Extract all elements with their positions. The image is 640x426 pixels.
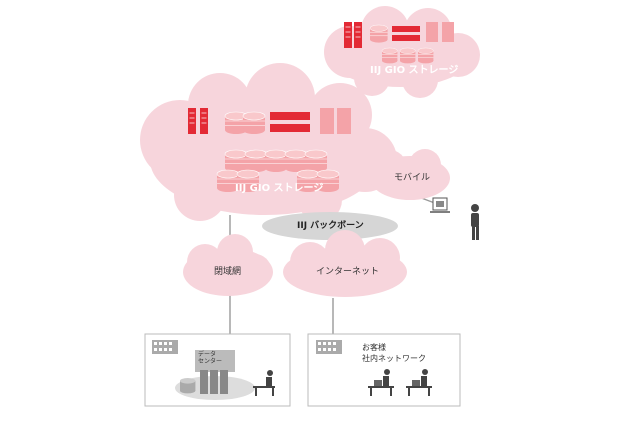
datacenter-label: データ センター [198,351,223,365]
storage-main-label: IIJ GIO ストレージ [235,183,324,194]
building-icon [152,340,178,354]
disk-stack-icon [399,47,416,64]
server-rack-icon [199,107,209,135]
disk-stack-icon [381,47,398,64]
storage-box-icon [426,22,438,42]
server-rack-icon [353,21,363,49]
backbone-label: IIJ バックボーン [297,221,364,231]
network-switch-icon [392,35,420,41]
mobile-label: モバイル [394,173,431,183]
main-cloud-devices [187,107,351,193]
cloud-closed-network [183,234,273,296]
disk-stack-icon [417,47,434,64]
cloud-internet [283,230,407,297]
cloud-mobile [370,149,450,200]
building-icon [316,340,342,354]
disk-stack-icon [369,24,388,43]
backbone-ellipse [262,212,398,240]
top-cloud-devices [343,21,454,64]
desk-worker-icon [406,369,432,396]
desk-worker-icon [368,369,394,396]
laptop-icon [430,197,450,213]
network-switch-icon [270,124,310,132]
customer-contents [316,340,432,396]
datacenter-contents [152,340,275,400]
desk-worker-icon [253,370,275,396]
storage-box-icon [320,108,334,134]
customer-label-line2: 社内ネットワーク [362,354,426,363]
closed-network-label: 閉域網 [214,267,242,277]
mobile-user [430,197,479,240]
disk-stack-icon [242,111,266,135]
customer-label-line1: お客様 [362,343,386,352]
server-rack-icon [187,107,197,135]
storage-top-label: IIJ GIO ストレージ [370,65,459,76]
storage-box-icon [442,22,454,42]
storage-box-icon [337,108,351,134]
internet-label: インターネット [316,267,380,277]
network-switch-icon [270,112,310,120]
server-rack-icon [343,21,353,49]
network-switch-icon [392,26,420,32]
person-icon [471,204,479,240]
